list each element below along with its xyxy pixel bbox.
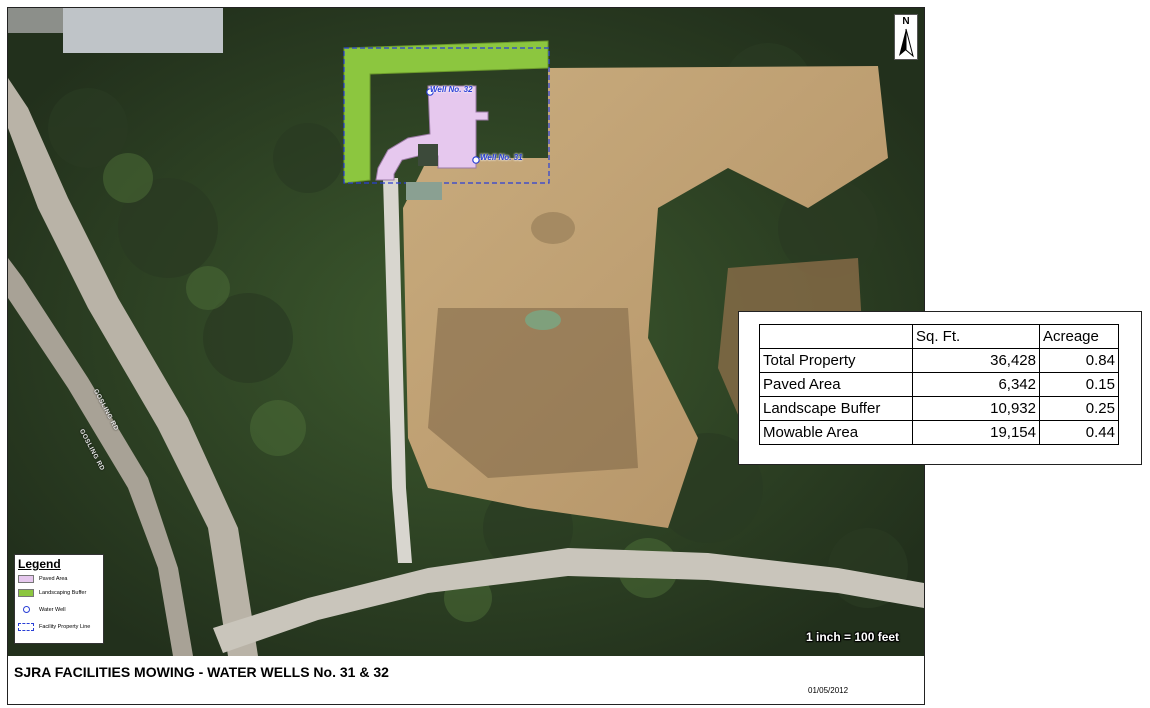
north-letter: N — [902, 16, 910, 27]
legend-label: Water Well — [39, 606, 66, 613]
legend-item-landscape: Landscaping Buffer — [18, 587, 100, 598]
landscape-buffer-swatch — [18, 588, 34, 597]
map-title: SJRA FACILITIES MOWING - WATER WELLS No.… — [14, 664, 389, 680]
legend-title: Legend — [18, 557, 61, 571]
map-date: 01/05/2012 — [808, 686, 849, 695]
table-header-acreage: Acreage — [1039, 324, 1119, 349]
area-table: Sq. Ft. Acreage Total Property 36,428 0.… — [759, 324, 1119, 445]
row-sqft: 10,932 — [912, 396, 1040, 421]
row-label: Mowable Area — [759, 420, 913, 445]
row-acreage: 0.25 — [1039, 396, 1119, 421]
table-row: Mowable Area 19,154 0.44 — [759, 420, 1119, 445]
legend-label: Landscaping Buffer — [39, 589, 87, 596]
table-header-row: Sq. Ft. Acreage — [759, 324, 1119, 349]
map-legend: Legend Paved Area Landscaping Buffer Wat… — [14, 554, 104, 644]
row-acreage: 0.15 — [1039, 372, 1119, 397]
row-sqft: 19,154 — [912, 420, 1040, 445]
row-label: Total Property — [759, 348, 913, 373]
north-arrow: N — [894, 14, 918, 60]
row-label: Landscape Buffer — [759, 396, 913, 421]
water-well-circle-icon — [18, 606, 34, 614]
row-label: Paved Area — [759, 372, 913, 397]
property-line-dashed-icon — [18, 622, 34, 631]
table-row: Landscape Buffer 10,932 0.25 — [759, 396, 1119, 421]
legend-item-property-line: Facility Property Line — [18, 621, 100, 632]
legend-label: Paved Area — [39, 575, 68, 582]
row-sqft: 36,428 — [912, 348, 1040, 373]
north-arrow-icon — [899, 28, 914, 58]
well-31-label: Well No. 31 — [480, 153, 523, 162]
row-acreage: 0.44 — [1039, 420, 1119, 445]
table-header-blank — [759, 324, 913, 349]
legend-item-well: Water Well — [18, 604, 100, 615]
water-well-31-marker — [472, 156, 480, 164]
area-summary-box: Sq. Ft. Acreage Total Property 36,428 0.… — [738, 311, 1142, 465]
water-well-32-marker — [426, 88, 434, 96]
table-header-sqft: Sq. Ft. — [912, 324, 1040, 349]
row-sqft: 6,342 — [912, 372, 1040, 397]
table-row: Paved Area 6,342 0.15 — [759, 372, 1119, 397]
legend-label: Facility Property Line — [39, 623, 91, 630]
map-scale: 1 inch = 100 feet — [806, 630, 900, 644]
row-acreage: 0.84 — [1039, 348, 1119, 373]
well-32-label: Well No. 32 — [430, 85, 473, 94]
table-row: Total Property 36,428 0.84 — [759, 348, 1119, 373]
paved-area-swatch — [18, 574, 34, 583]
legend-item-paved: Paved Area — [18, 573, 100, 584]
